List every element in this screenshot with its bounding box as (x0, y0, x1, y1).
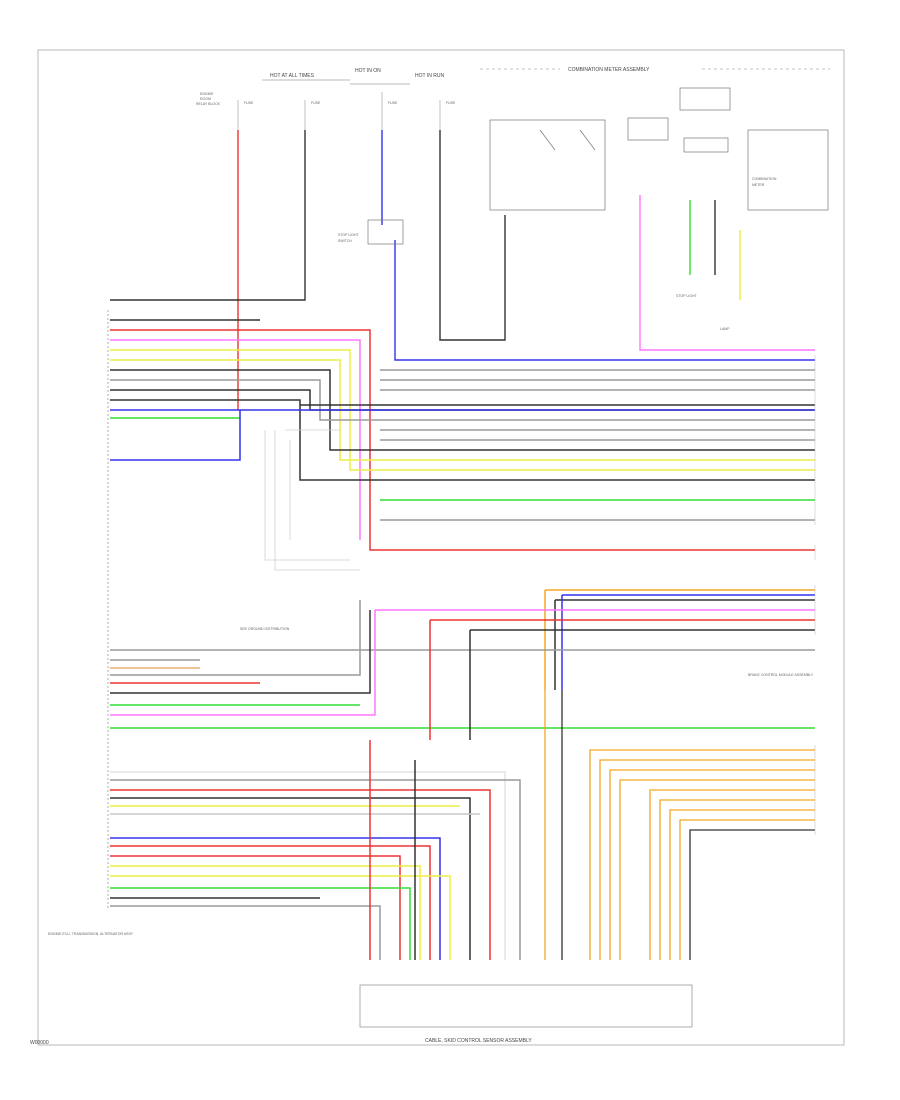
fuse-label-hot-in-on: HOT IN ON (355, 68, 381, 74)
internal-wiring (264, 429, 360, 571)
right-module-label: BRAKE CONTROL MODULE ASSEMBLY (748, 673, 814, 677)
svg-text:FUSE: FUSE (446, 101, 456, 105)
combination-meter-header: COMBINATION METER ASSEMBLY (480, 64, 830, 73)
feed-wires (110, 130, 815, 410)
lower-left-wires (110, 620, 521, 960)
diagram-border (37, 49, 845, 1046)
left-module: ENGINE ECU, TRANSMISSION, ALTERNATOR ASS… (48, 310, 134, 936)
svg-text:STOP LIGHT: STOP LIGHT (338, 233, 360, 237)
sensor-wires (544, 690, 815, 960)
top-terminal-drops: ENGINE ROOM RELAY BLOCK FUSE FUSE FUSE F… (196, 92, 456, 130)
svg-text:ENGINE: ENGINE (200, 92, 214, 96)
left-module-label: ENGINE ECU, TRANSMISSION, ALTERNATOR ASS… (48, 932, 134, 936)
figure-id: W00000 (30, 1040, 49, 1046)
svg-text:LAMP: LAMP (720, 327, 730, 331)
svg-text:FUSE: FUSE (388, 101, 398, 105)
relay-switches (367, 87, 829, 245)
svg-text:STOP LIGHT: STOP LIGHT (676, 294, 698, 298)
svg-text:FUSE: FUSE (244, 101, 254, 105)
top-fuse-labels: HOT AT ALL TIMES HOT IN ON HOT IN RUN (262, 68, 444, 85)
bus-lines (110, 319, 815, 551)
svg-text:RELAY BLOCK: RELAY BLOCK (196, 102, 221, 106)
svg-text:ROOM: ROOM (200, 97, 211, 101)
fuse-label-hot-in-run: HOT IN RUN (415, 73, 444, 79)
svg-text:COMBINATION: COMBINATION (752, 177, 777, 181)
svg-text:FUSE: FUSE (311, 101, 321, 105)
combination-meter-label: COMBINATION METER ASSEMBLY (568, 67, 650, 73)
bottom-connector-label: CABLE, SKID CONTROL SENSOR ASSEMBLY (425, 1038, 532, 1044)
fuse-label-hot-at-all-times: HOT AT ALL TIMES (270, 73, 315, 79)
bottom-connector: CABLE, SKID CONTROL SENSOR ASSEMBLY (359, 984, 693, 1044)
svg-text:SWITCH: SWITCH (338, 239, 352, 243)
right-module-lower (110, 589, 815, 729)
svg-text:METER: METER (752, 183, 765, 187)
wire-note: SEE GROUND DISTRIBUTION (240, 627, 290, 631)
